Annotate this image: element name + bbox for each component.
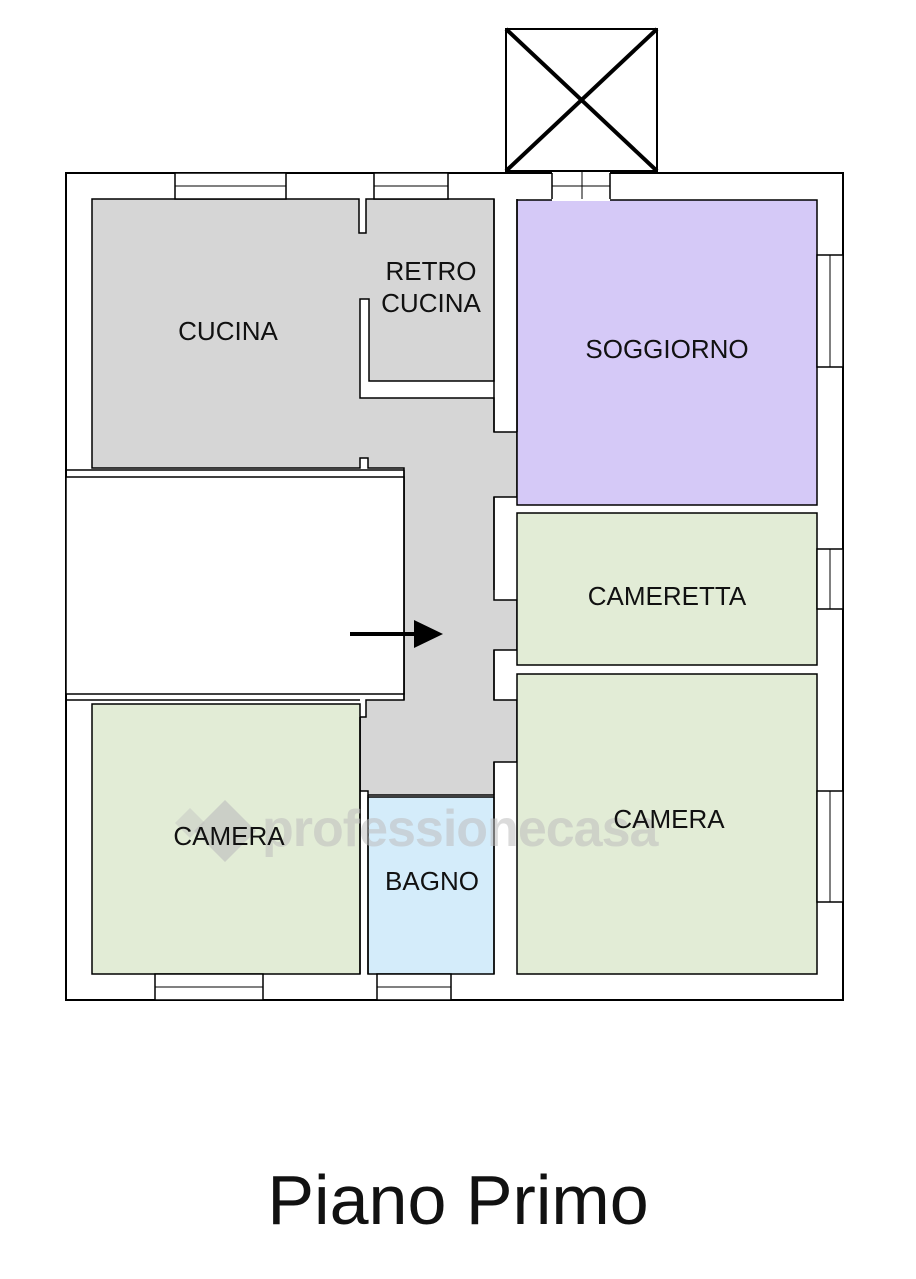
cameretta-area	[516, 512, 818, 666]
floor-title: Piano Primo	[267, 1161, 649, 1239]
room-labels: CUCINA RETRO CUCINA SOGGIORNO CAMERETTA …	[173, 256, 748, 896]
label-cucina: CUCINA	[178, 316, 278, 346]
label-camera-right: CAMERA	[613, 804, 725, 834]
void-cross-icon	[504, 27, 659, 173]
label-retro-cucina-1: RETRO	[386, 256, 477, 286]
label-soggiorno: SOGGIORNO	[585, 334, 748, 364]
entrance-arrow-icon	[350, 620, 443, 648]
bagno-area	[367, 796, 495, 975]
camera-right-area	[516, 673, 818, 975]
soggiorno-area	[516, 199, 818, 506]
label-bagno: BAGNO	[385, 866, 479, 896]
balcony-door	[551, 150, 611, 201]
interior-walls	[359, 199, 518, 974]
windows	[154, 172, 844, 1001]
watermark-text: professionecasa	[262, 800, 659, 858]
watermark: professionecasa	[175, 800, 660, 862]
label-camera-left: CAMERA	[173, 821, 285, 851]
label-retro-cucina-2: CUCINA	[381, 288, 481, 318]
watermark-logo-icon	[175, 800, 256, 862]
label-cameretta: CAMERETTA	[588, 581, 747, 611]
room-fills	[65, 198, 818, 975]
stairwell-void	[65, 476, 405, 695]
